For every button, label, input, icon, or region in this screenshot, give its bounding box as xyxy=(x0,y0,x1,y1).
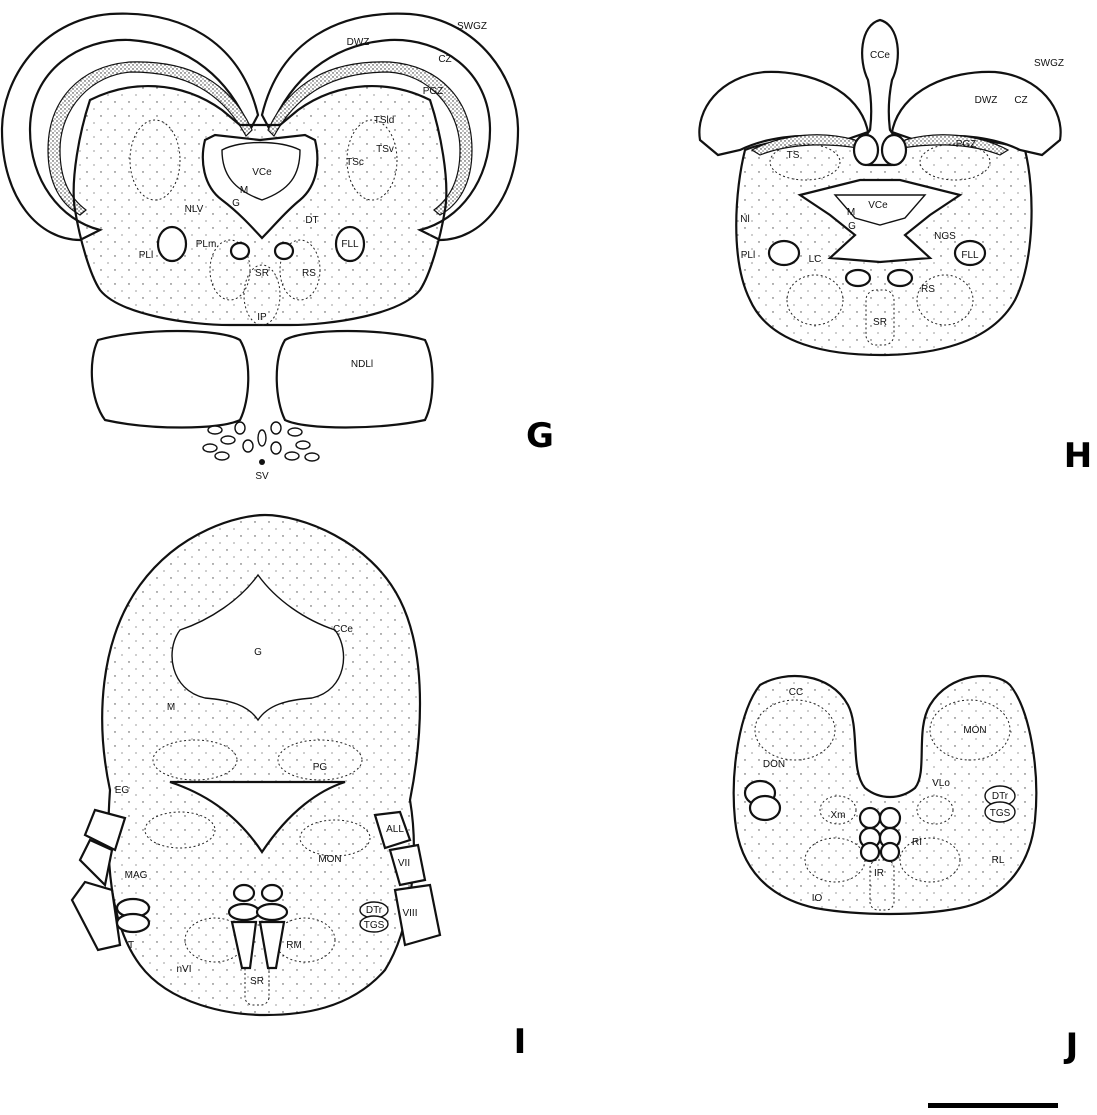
label-vii-i: VII xyxy=(398,858,410,869)
label-mag-i: MAG xyxy=(125,870,148,881)
label-cce-i: CCe xyxy=(333,624,353,635)
panel-h: CCe SWGZ DWZ CZ PGZ TS VCe M G Nl NGS PL… xyxy=(699,20,1092,476)
pll-left xyxy=(158,227,186,261)
label-t-i: T xyxy=(128,940,134,951)
xm-column-j xyxy=(860,808,900,861)
label-vce: VCe xyxy=(252,167,272,178)
mlf-right xyxy=(275,243,293,259)
eg-h-right xyxy=(882,135,906,165)
label-dwz-h: DWZ xyxy=(975,95,998,106)
nerve-left-3 xyxy=(72,882,120,950)
label-pll-h: PLl xyxy=(741,250,755,261)
label-m: M xyxy=(240,185,248,196)
label-ts-h: TS xyxy=(787,150,800,161)
label-don-j: DON xyxy=(763,759,785,770)
label-plm: PLm xyxy=(196,239,217,250)
label-pll: PLl xyxy=(139,250,153,261)
label-nl-h: Nl xyxy=(740,214,749,225)
panel-letter-h: H xyxy=(1064,436,1092,476)
label-sr-h: SR xyxy=(873,317,887,328)
label-pg-i: PG xyxy=(313,762,328,773)
label-swgz-h: SWGZ xyxy=(1034,58,1064,69)
label-eg-i: EG xyxy=(115,785,130,796)
panel-letter-g: G xyxy=(526,416,554,456)
label-ip: IP xyxy=(257,312,267,323)
label-ir-j: IR xyxy=(874,868,884,879)
mlf-i-left xyxy=(234,885,254,901)
label-pgz-h: PGZ xyxy=(956,139,977,150)
label-tsv: TSv xyxy=(376,144,394,155)
label-dtr-j: DTr xyxy=(992,791,1009,802)
mlf-h-right xyxy=(888,270,912,286)
pll-h xyxy=(769,241,799,265)
label-all-i: ALL xyxy=(386,824,404,835)
nerve-left-2 xyxy=(80,840,112,885)
label-nlv: NLV xyxy=(185,204,204,215)
label-rs: RS xyxy=(302,268,316,279)
label-cz-h: CZ xyxy=(1014,95,1027,106)
label-fll: FLL xyxy=(341,239,359,250)
label-xm-j: Xm xyxy=(831,810,846,821)
mlf-left xyxy=(231,243,249,259)
label-tsld: TSld xyxy=(374,115,395,126)
mlf-i-right xyxy=(262,885,282,901)
t-left-b xyxy=(117,914,149,932)
label-io-j: IO xyxy=(812,893,823,904)
label-vlo-j: VLo xyxy=(932,778,950,789)
panel-letter-j: J xyxy=(1064,1026,1079,1066)
label-tgs-i: TGS xyxy=(364,920,385,931)
label-dwz: DWZ xyxy=(347,37,370,48)
panel-g: SWGZ DWZ CZ PGZ TSld TSv TSc VCe M G NLV… xyxy=(2,14,554,482)
label-m-h: M xyxy=(847,207,855,218)
label-rl-j: RL xyxy=(992,855,1005,866)
mlf-h-left xyxy=(846,270,870,286)
label-cc-j: CC xyxy=(789,687,803,698)
panel-letter-i: I xyxy=(514,1022,527,1062)
label-sr: SR xyxy=(255,268,269,279)
label-pgz: PGZ xyxy=(423,86,444,97)
label-dt: DT xyxy=(305,215,318,226)
label-g-i: G xyxy=(254,647,262,658)
label-m-i: M xyxy=(167,702,175,713)
label-g-h: G xyxy=(848,221,856,232)
label-dtr-i: DTr xyxy=(366,905,383,916)
label-rs-h: RS xyxy=(921,284,935,295)
label-cz: CZ xyxy=(438,54,451,65)
label-vce-h: VCe xyxy=(868,200,888,211)
label-tgs-j: TGS xyxy=(990,808,1011,819)
label-sr-i: SR xyxy=(250,976,264,987)
mauthner-left xyxy=(229,904,259,920)
label-mon-i: MON xyxy=(318,854,341,865)
label-cce-h: CCe xyxy=(870,50,890,61)
ndli-left xyxy=(92,331,248,428)
eg-h-left xyxy=(854,135,878,165)
label-ngs-h: NGS xyxy=(934,231,956,242)
label-lc-h: LC xyxy=(809,254,822,265)
label-rm-i: RM xyxy=(286,940,302,951)
sv-cluster xyxy=(203,422,319,465)
label-tsc: TSc xyxy=(346,157,364,168)
label-ri-j: RI xyxy=(912,837,922,848)
label-swgz: SWGZ xyxy=(457,21,487,32)
label-ndll: NDLl xyxy=(351,359,373,370)
label-mon-j: MON xyxy=(963,725,986,736)
mauthner-right xyxy=(257,904,287,920)
label-viii-i: VIII xyxy=(402,908,417,919)
label-g: G xyxy=(232,198,240,209)
label-fll-h: FLL xyxy=(961,250,979,261)
panel-j: CC MON DON VLo DTr TGS Xm RI RL IR IO J xyxy=(734,676,1079,1066)
ndli-right xyxy=(277,331,433,428)
scale-bar xyxy=(928,1103,1058,1108)
panel-i: CCe G M PG EG ALL MON VII MAG DTr VIII T… xyxy=(72,515,526,1062)
dtr-left-b xyxy=(750,796,780,820)
label-nvi-i: nVI xyxy=(176,964,191,975)
label-sv: SV xyxy=(255,471,269,482)
